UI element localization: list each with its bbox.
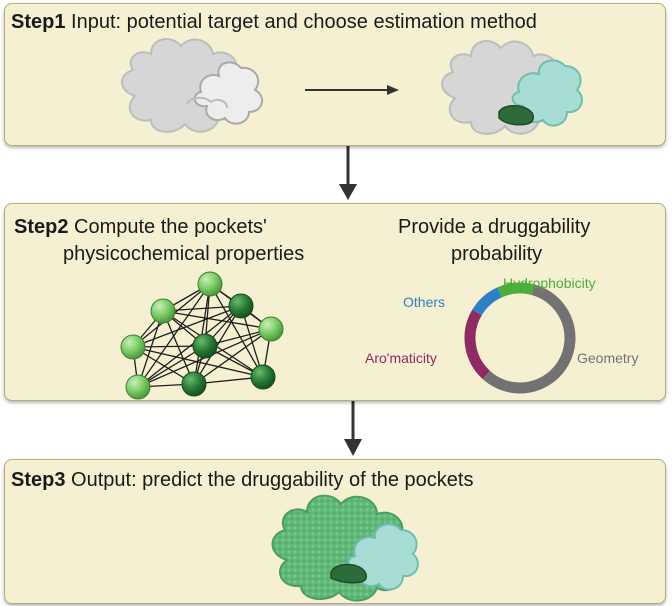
donut-segment-others — [472, 287, 503, 316]
arrow-step1-to-step2 — [339, 146, 357, 200]
protein-pocket-icon — [441, 40, 583, 135]
label-geometry: Geometry — [577, 350, 638, 366]
network-node — [181, 371, 207, 397]
input-protein-icon — [121, 38, 264, 133]
donut-segment-aromaticity — [464, 309, 491, 379]
transform-arrow — [305, 85, 399, 95]
druggable-protein-icon — [271, 494, 419, 602]
step3-illustration — [271, 494, 419, 602]
network-node — [228, 293, 254, 319]
donut-segment-hydrophobicity — [497, 282, 535, 298]
arrow-step2-to-step3 — [344, 401, 362, 456]
step2-heading: Step2 Compute the pockets' — [14, 215, 267, 239]
network-node — [150, 298, 176, 324]
network-node — [125, 374, 151, 400]
pocket-property-network — [120, 271, 284, 400]
step2-panel: Step2 Compute the pockets' physicochemic… — [4, 203, 666, 401]
druggability-donut: Hydrophobicity Geometry Aro'maticity Oth… — [365, 275, 638, 394]
network-node — [120, 334, 146, 360]
step3-text: Output: predict the druggability of the … — [65, 469, 474, 491]
donut-segment-geometry — [482, 284, 576, 394]
network-node — [250, 364, 276, 390]
step1-heading: Step1 Input: potential target and choose… — [11, 10, 537, 34]
step3-heading: Step3 Output: predict the druggability o… — [11, 468, 474, 492]
step3-label: Step3 — [11, 469, 66, 491]
step2-text-line2: physicochemical properties — [63, 243, 305, 265]
step2-text-line1: Compute the pockets' — [68, 216, 267, 238]
step1-panel: Step1 Input: potential target and choose… — [4, 3, 666, 146]
step1-text: Input: potential target and choose estim… — [65, 11, 537, 33]
network-node — [192, 333, 218, 359]
step1-illustration — [121, 38, 583, 135]
step2-label: Step2 — [14, 216, 69, 238]
step3-panel: Step3 Output: predict the druggability o… — [4, 459, 666, 604]
network-node — [197, 271, 223, 297]
druggability-title-line2: probability — [451, 243, 543, 265]
step1-label: Step1 — [11, 11, 66, 33]
druggability-title-line1: Provide a druggability — [398, 216, 591, 238]
network-node — [258, 316, 284, 342]
label-aromaticity: Aro'maticity — [365, 350, 437, 366]
label-others: Others — [403, 294, 445, 310]
label-hydrophobicity: Hydrophobicity — [503, 275, 596, 291]
